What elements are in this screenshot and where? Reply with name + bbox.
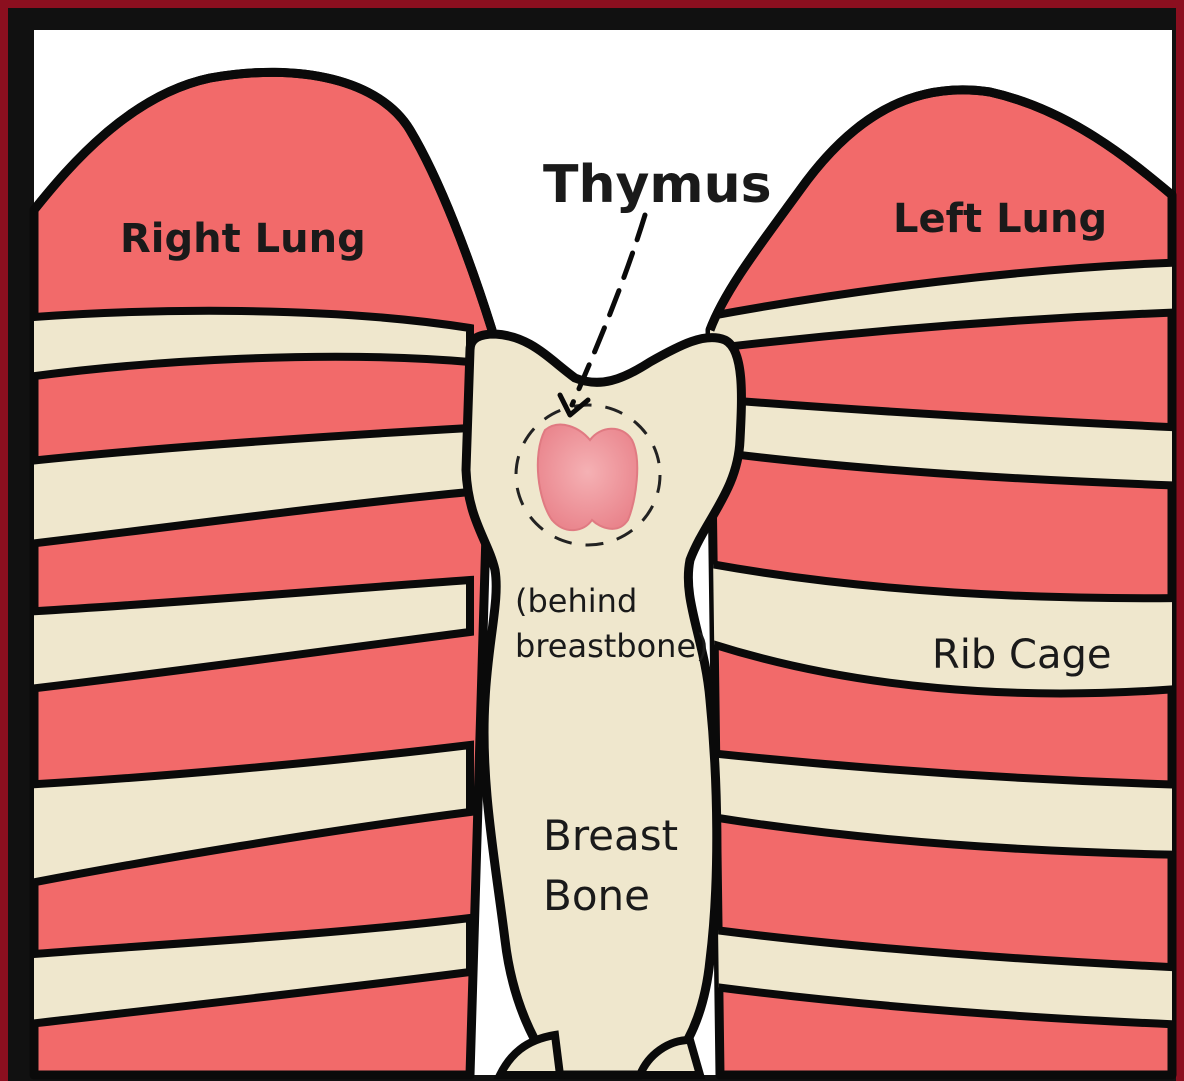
breast-bone-label-line1: Breast: [543, 811, 678, 860]
right-lung-label: Right Lung: [120, 216, 366, 262]
thymus-label: Thymus: [543, 155, 772, 215]
behind-label-line2: breastbone): [515, 627, 709, 665]
breast-bone-label-line2: Bone: [543, 871, 650, 920]
left-lung-label: Left Lung: [893, 196, 1107, 242]
behind-label-line1: (behind: [515, 582, 637, 620]
thymus-shape: [538, 425, 637, 531]
rib-cage-label: Rib Cage: [932, 632, 1111, 678]
